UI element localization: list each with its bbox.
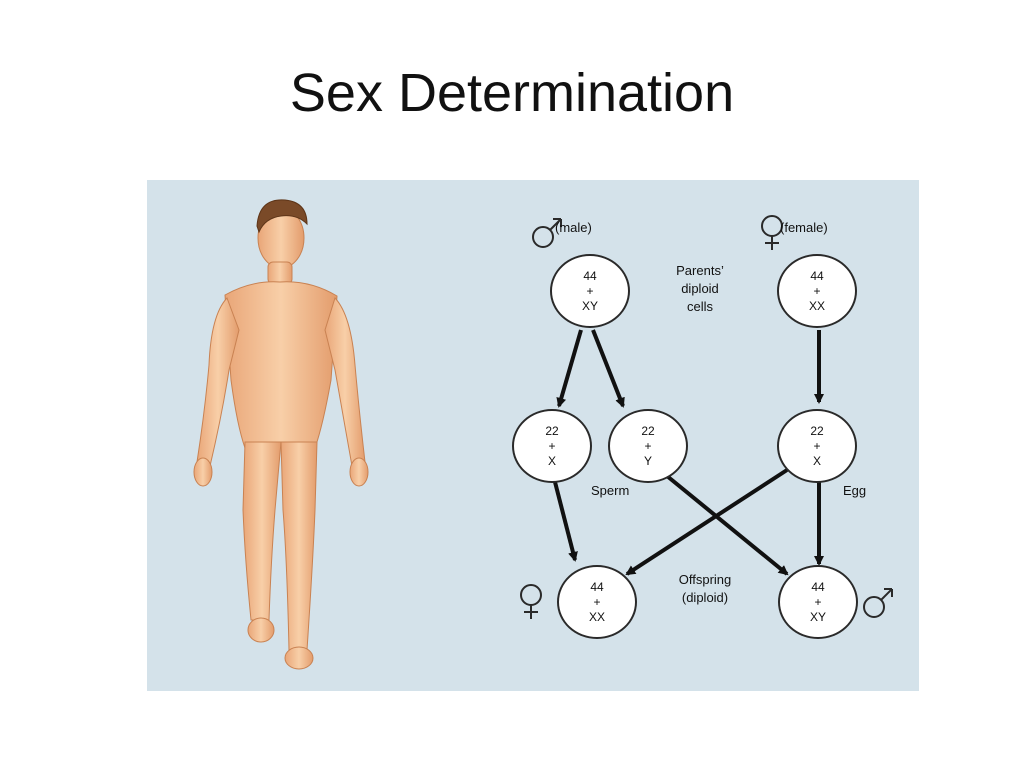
sperm-y-node: 22+Y xyxy=(608,409,688,483)
arrow-father-to-sperm-y xyxy=(591,329,625,408)
parents-caption: Parents’ diploid cells xyxy=(676,263,724,314)
sperm-label: Sperm xyxy=(591,483,630,498)
male-offspring-node: 44+XY xyxy=(778,565,858,639)
human-figure xyxy=(193,199,369,670)
father-cell-node: 44+XY xyxy=(550,254,630,328)
female-symbol-icon xyxy=(761,215,783,250)
egg-label: Egg xyxy=(843,483,867,498)
male-symbol-icon xyxy=(532,218,562,248)
human-figure-illustration xyxy=(193,199,893,670)
slide-title: Sex Determination xyxy=(289,63,735,123)
female-offspring-node: 44+XX xyxy=(557,565,637,639)
egg-x-node: 22+X xyxy=(777,409,857,483)
mother-cell-node: 44+XX xyxy=(777,254,857,328)
arrow-father-to-sperm-x xyxy=(556,329,583,408)
arrow-egg-to-daughter xyxy=(625,468,789,576)
arrow-sperm-y-to-son xyxy=(665,474,789,576)
sperm-x-node: 22+X xyxy=(512,409,592,483)
male-parent-label: (male) xyxy=(555,220,592,235)
female-parent-label: (female) xyxy=(780,220,828,235)
inheritance-arrows xyxy=(553,329,824,576)
male-offspring-symbol-icon xyxy=(863,588,893,618)
diagram-panel: (male) (female) Parents’ diploid cells S… xyxy=(147,180,919,691)
arrow-sperm-x-to-daughter xyxy=(553,481,578,562)
female-offspring-symbol-icon xyxy=(520,584,542,619)
offspring-caption: Offspring (diploid) xyxy=(678,572,732,605)
